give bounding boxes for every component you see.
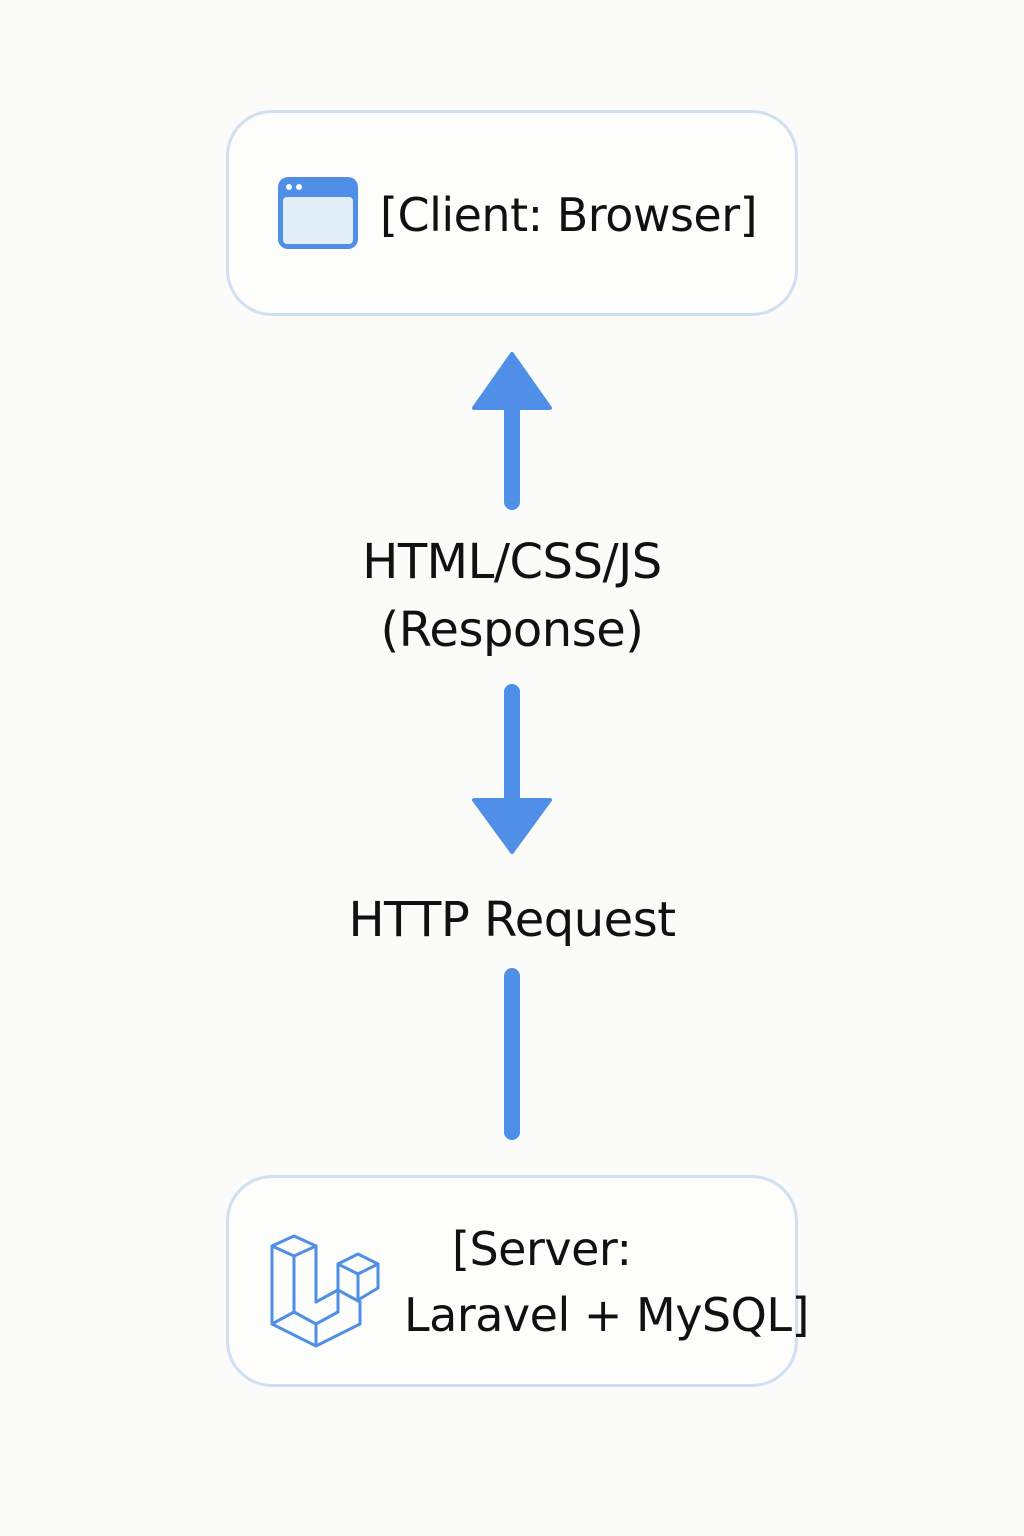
browser-window-icon [278,177,358,249]
server-label-line1: [Server: [452,1222,632,1276]
laravel-logo-icon [270,1234,380,1348]
request-label: HTTP Request [348,892,676,948]
response-label-line2: (Response) [380,602,644,658]
server-label-line2: Laravel + MySQL] [404,1288,809,1342]
up-arrow-icon [472,352,552,510]
server-node [226,1175,798,1387]
client-label: [Client: Browser] [380,188,758,242]
down-arrow-icon [472,684,552,854]
response-label-line1: HTML/CSS/JS [362,534,662,590]
